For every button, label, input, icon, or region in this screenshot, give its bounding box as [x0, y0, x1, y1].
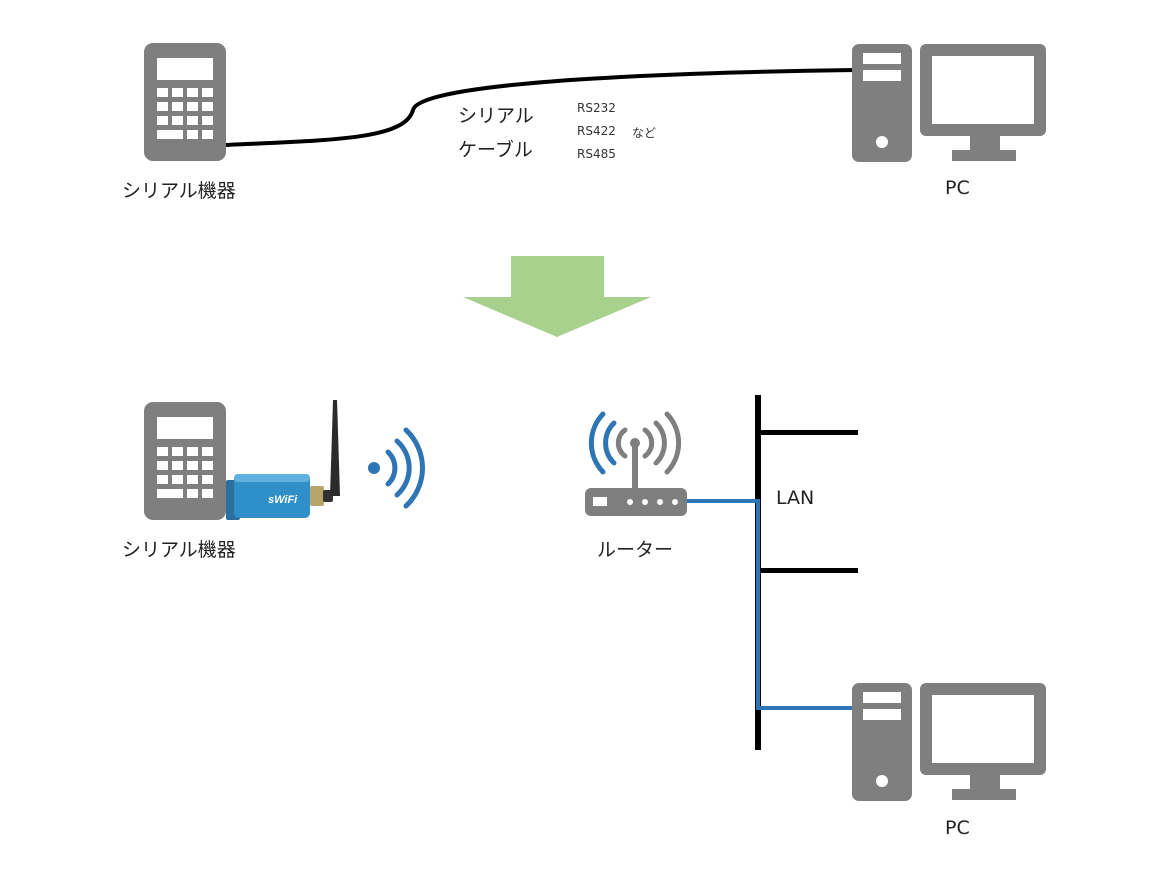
router-icon: [585, 411, 687, 516]
serial-cable: [225, 68, 856, 147]
serial-device-icon: [144, 402, 226, 520]
protocol-rs422: RS422: [577, 124, 616, 138]
lan-label: LAN: [776, 487, 815, 509]
pc-icon: [852, 44, 1046, 162]
cable-label-line1: シリアル: [458, 105, 534, 127]
serial-device-icon: [144, 43, 226, 161]
top-pc-label: PC: [945, 177, 970, 199]
wifi-signal-icon: [368, 427, 425, 509]
bottom-pc-label: PC: [945, 817, 970, 839]
cable-label-line2: ケーブル: [458, 139, 533, 161]
top-serial-device-label: シリアル機器: [122, 180, 236, 202]
lan-bus: [755, 395, 858, 750]
pc-icon: [852, 683, 1046, 801]
adapter-text: sWiFi: [268, 494, 298, 506]
lan-cable: [687, 499, 855, 710]
wifi-adapter-icon: sWiFi: [226, 400, 340, 520]
protocols-suffix: など: [632, 126, 657, 140]
down-arrow-icon: [463, 256, 651, 337]
protocol-rs232: RS232: [577, 101, 616, 115]
bottom-serial-device-label: シリアル機器: [122, 539, 236, 561]
protocol-rs485: RS485: [577, 147, 616, 161]
router-label: ルーター: [597, 539, 674, 561]
